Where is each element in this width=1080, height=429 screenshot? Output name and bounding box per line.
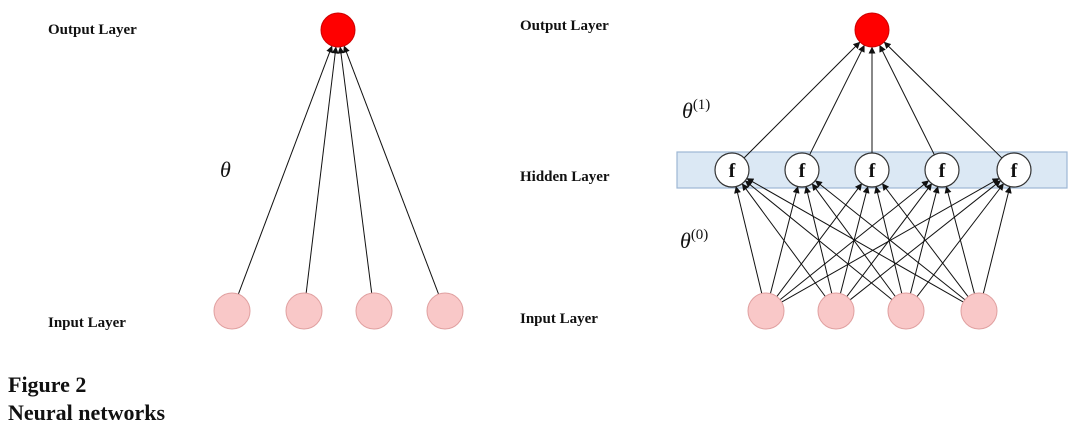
- input-to-hidden-edge: [982, 186, 1012, 294]
- input-to-hidden-edge: [741, 183, 826, 297]
- hidden-to-output-edge: [809, 44, 865, 156]
- right-input-node: [887, 292, 925, 330]
- input-to-hidden-edge: [734, 186, 763, 294]
- hidden-node-circle: [714, 152, 750, 188]
- hidden-to-output-edge: [883, 41, 1003, 159]
- left-input-node: [213, 292, 251, 330]
- hidden-node-label: f: [729, 160, 736, 182]
- hidden-node-circle: [996, 152, 1032, 188]
- hidden-to-output-edge: [879, 44, 935, 156]
- right-input-layer-label: Input Layer: [520, 311, 598, 327]
- left-network: Output Layer Input Layer θ: [48, 12, 464, 331]
- left-input-node: [355, 292, 393, 330]
- hidden-node: f: [996, 152, 1032, 188]
- input-to-hidden-edge: [909, 186, 940, 294]
- input-to-hidden-edge: [881, 183, 969, 297]
- right-input-node: [960, 292, 998, 330]
- left-input-node: [426, 292, 464, 330]
- hidden-node: f: [784, 152, 820, 188]
- input-to-hidden-edge: [746, 177, 964, 303]
- right-network: Output Layer Hidden Layer Input Layer θ(…: [520, 12, 1068, 330]
- input-to-hidden-edge: [944, 186, 975, 294]
- hidden-node-circle: [924, 152, 960, 188]
- left-edge: [237, 45, 333, 295]
- right-edges: [734, 41, 1012, 303]
- right-input-node: [747, 292, 785, 330]
- left-output-layer-label: Output Layer: [48, 22, 137, 38]
- hidden-node-label: f: [939, 160, 946, 182]
- theta-0-label: θ(0): [680, 227, 708, 253]
- hidden-node-label: f: [869, 160, 876, 182]
- left-theta-label: θ: [220, 157, 231, 182]
- hidden-node-circle: [854, 152, 890, 188]
- right-input-nodes: [747, 292, 998, 330]
- left-input-node: [285, 292, 323, 330]
- right-output-node: [854, 12, 890, 48]
- input-to-hidden-edge: [814, 180, 966, 301]
- right-input-node: [817, 292, 855, 330]
- figure-number: Figure 2: [8, 372, 87, 397]
- theta-1-label: θ(1): [682, 97, 710, 123]
- figure-title: Neural networks: [8, 400, 166, 425]
- hidden-node-label: f: [799, 160, 806, 182]
- left-input-nodes: [213, 292, 464, 330]
- right-hidden-layer-label: Hidden Layer: [520, 169, 610, 185]
- right-output-layer-label: Output Layer: [520, 18, 609, 34]
- left-edges: [237, 45, 440, 295]
- input-to-hidden-edge: [874, 186, 903, 294]
- hidden-node: f: [854, 152, 890, 188]
- left-edge: [305, 46, 339, 294]
- left-edge: [343, 45, 440, 295]
- hidden-node: f: [714, 152, 750, 188]
- hidden-node-label: f: [1011, 160, 1018, 182]
- hidden-to-output-edge: [743, 41, 861, 159]
- left-edge: [337, 46, 373, 294]
- left-input-layer-label: Input Layer: [48, 315, 126, 331]
- hidden-node: f: [924, 152, 960, 188]
- input-to-hidden-edge: [811, 183, 896, 297]
- left-output-node: [320, 12, 356, 48]
- hidden-node-circle: [784, 152, 820, 188]
- input-to-hidden-edge: [744, 180, 893, 301]
